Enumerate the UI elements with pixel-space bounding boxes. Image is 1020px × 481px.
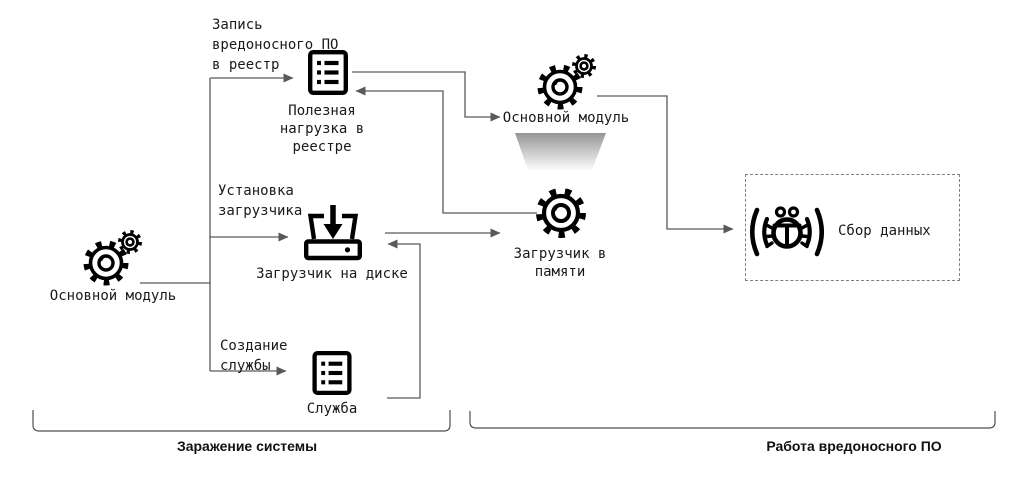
gear-icon [536,188,586,238]
node-label-line: реестре [292,139,352,155]
phase-label-operation: Работа вредоносного ПО [766,438,942,454]
node-label-loader-in-memory: Загрузчик в памяти [514,245,607,281]
phase-label-infection: Заражение системы [176,438,318,454]
funnel-shape [515,133,606,170]
edge-label-line: Создание [220,338,288,354]
edge-memloader-to-registry [355,86,537,214]
edge-maincenter-to-collection [597,95,734,234]
bug-broadcast-icon [749,206,825,257]
node-label-payload-in-registry: Полезная нагрузка в реестре [280,102,364,156]
data-collection-box [745,174,960,281]
phase-bracket-infection [32,410,451,432]
node-label-loader-on-disk: Загрузчик на диске [256,266,408,282]
edge-label-write-registry: Запись вредоносного ПО в реестр [212,15,338,75]
edge-label-line: Установка [218,183,294,199]
edge-label-line: в реестр [212,57,280,73]
node-label-line: нагрузка в [279,121,365,137]
node-label-service: Служба [306,401,358,417]
edge-service-to-disk [387,239,421,399]
node-label-main-module-left: Основной модуль [49,288,177,304]
edge-label-line: службы [220,358,271,374]
node-label-line: Полезная [288,103,356,119]
gears-icon [537,54,596,110]
registry-list-icon [308,50,348,95]
gears-icon [83,230,142,286]
edge-label-line: загрузчика [218,203,303,219]
phase-bracket-operation [469,411,996,429]
edge-label-line: Запись [212,17,263,33]
service-list-icon [312,351,352,395]
node-label-data-collection: Сбор данных [838,223,931,239]
edge-label-install-loader: Установка загрузчика [218,181,302,221]
node-label-line: памяти [534,264,586,280]
install-to-disk-icon [303,205,362,261]
edge-registry-to-maincenter [352,71,501,122]
edge-label-line: вредоносного ПО [212,37,339,53]
edge-label-create-service: Создание службы [220,336,287,376]
node-label-line: Загрузчик в [513,246,607,262]
node-label-main-module-center: Основной модуль [502,110,630,126]
